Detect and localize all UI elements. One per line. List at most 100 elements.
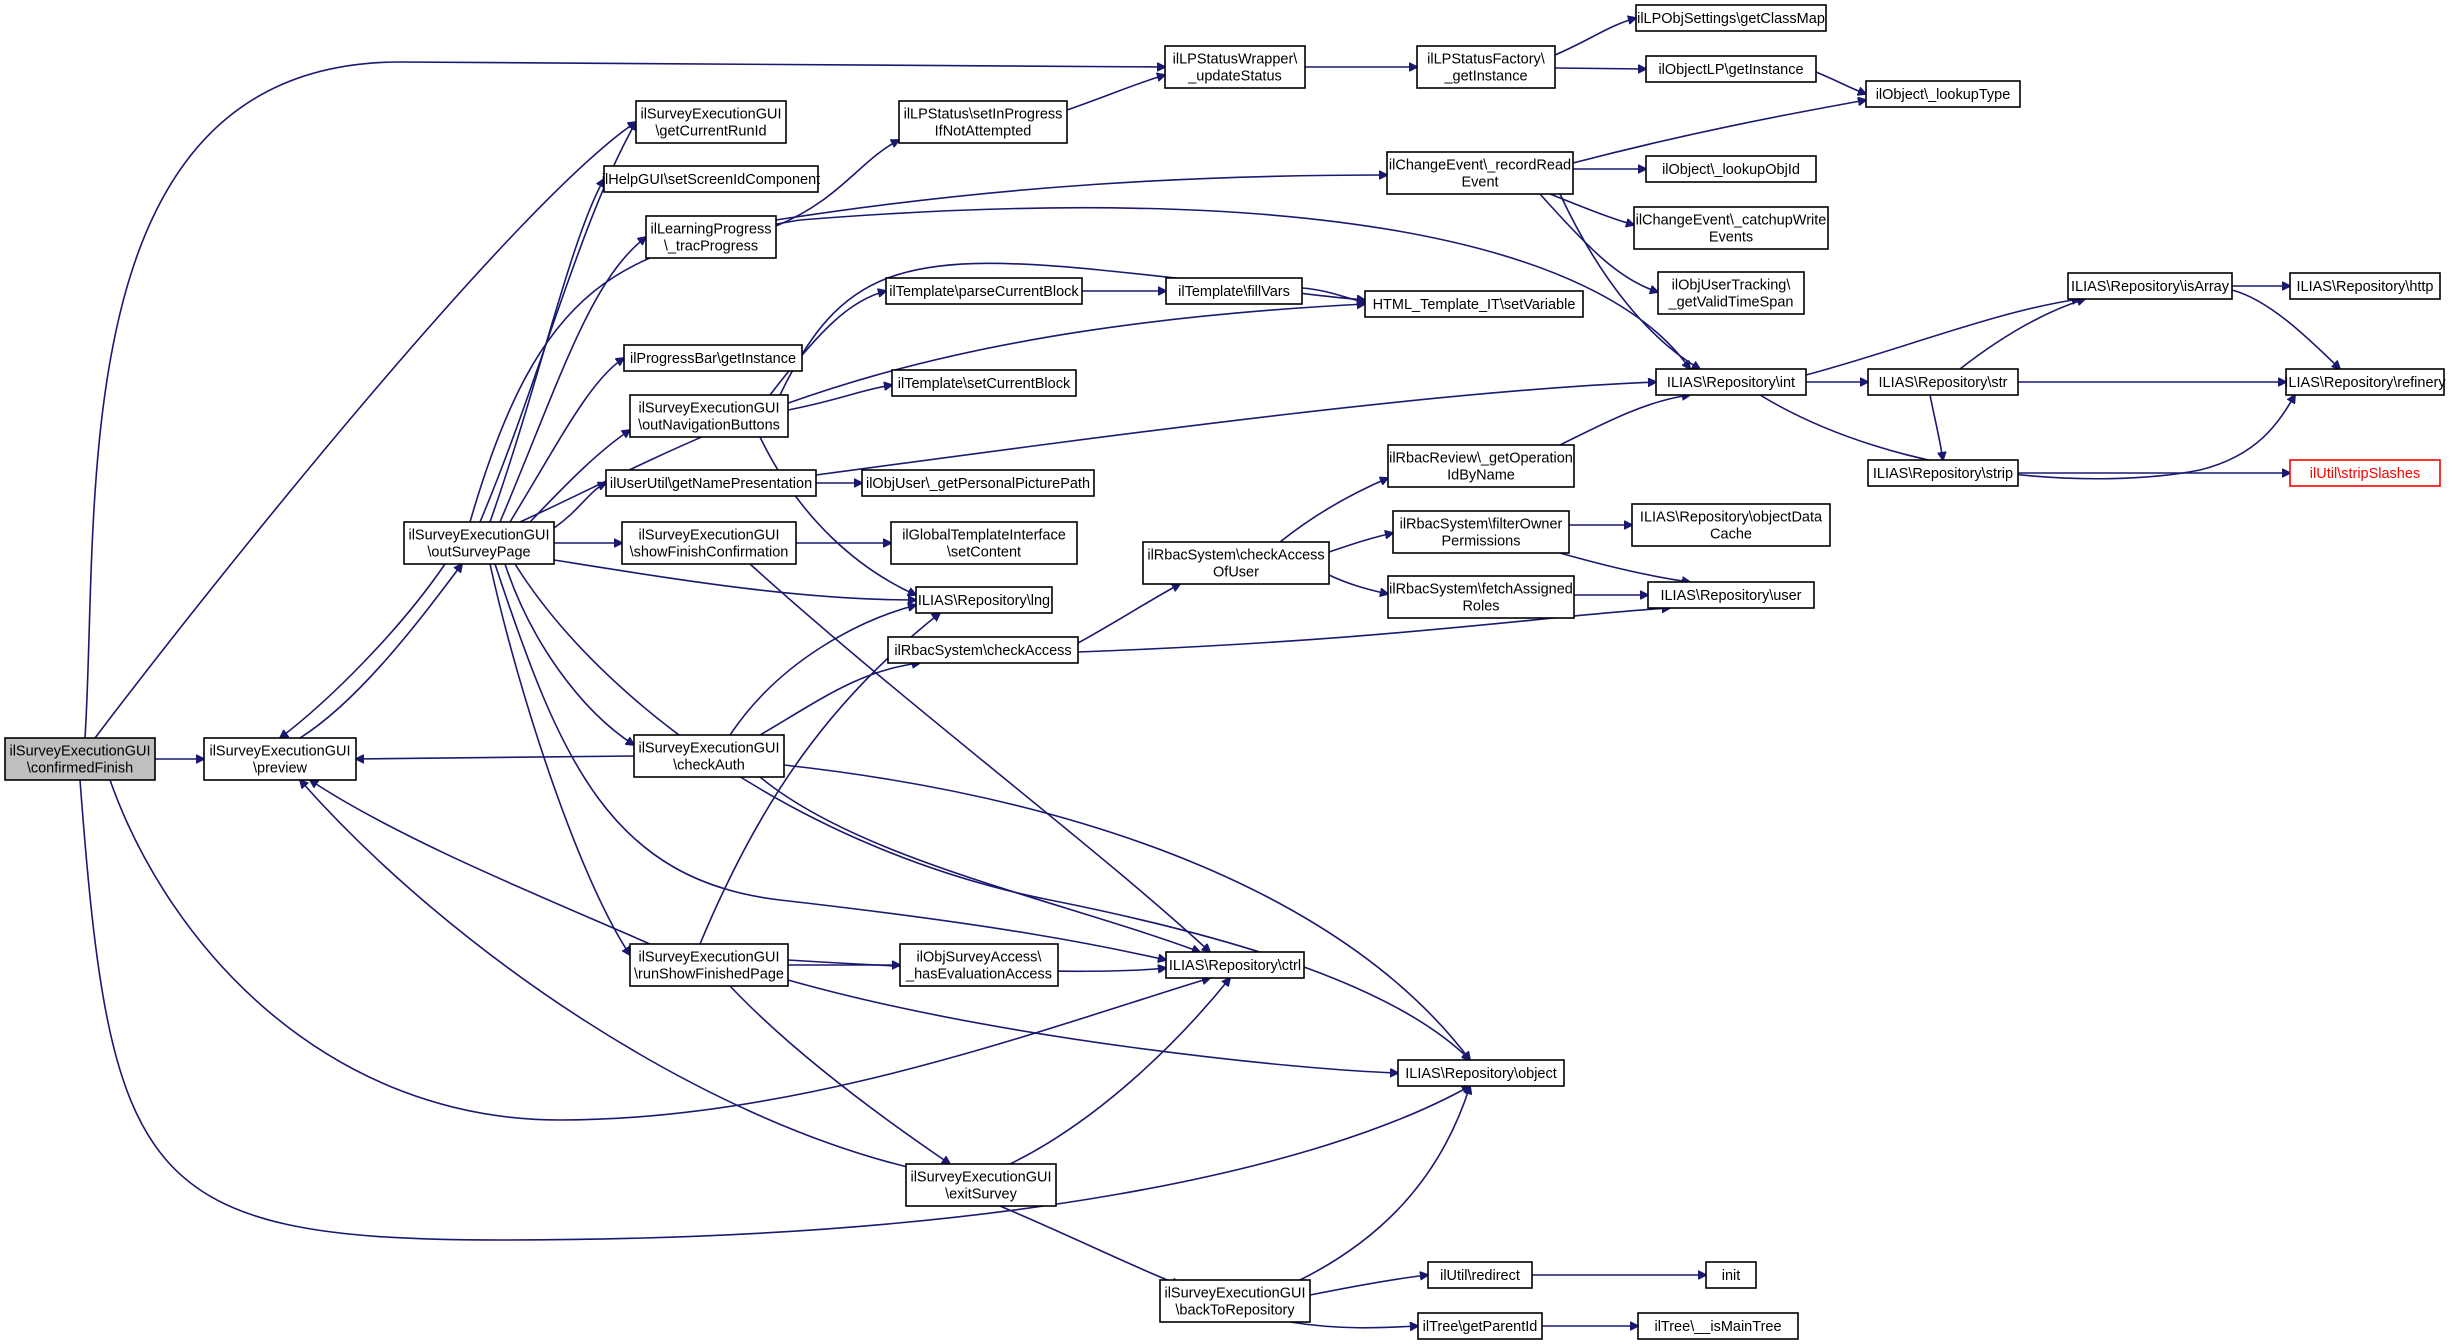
node-box[interactable] [1645, 55, 1817, 83]
node-refinery[interactable]: ILIAS\Repository\refinery [2284, 368, 2446, 396]
node-box[interactable] [1631, 503, 1831, 547]
node-box[interactable] [635, 100, 787, 144]
node-box[interactable] [1164, 45, 1306, 89]
node-init[interactable]: init [1705, 1261, 1757, 1289]
node-str[interactable]: ILIAS\Repository\str [1867, 368, 2019, 396]
node-box[interactable] [887, 636, 1079, 664]
node-lookupObjId[interactable]: ilObject\_lookupObjId [1645, 155, 1817, 183]
node-box[interactable] [1387, 444, 1575, 488]
node-updateStatus[interactable]: ilLPStatusWrapper\_updateStatus [1164, 45, 1306, 89]
node-int[interactable]: ILIAS\Repository\int [1655, 368, 1807, 396]
node-box[interactable] [633, 734, 785, 778]
node-backToRepository[interactable]: ilSurveyExecutionGUI\backToRepository [1159, 1279, 1311, 1323]
node-box[interactable] [1386, 151, 1574, 195]
node-getClassMap[interactable]: ilLPObjSettings\getClassMap [1635, 4, 1827, 32]
node-isMainTree[interactable]: ilTree\__isMainTree [1637, 1312, 1799, 1340]
node-lng[interactable]: ILIAS\Repository\lng [915, 586, 1053, 614]
node-box[interactable] [1633, 206, 1829, 250]
node-box[interactable] [203, 737, 357, 781]
node-ctrl[interactable]: ILIAS\Repository\ctrl [1165, 951, 1305, 979]
node-getNamePresentation[interactable]: ilUserUtil\getNamePresentation [605, 469, 817, 497]
node-box[interactable] [605, 469, 817, 497]
node-box[interactable] [4, 737, 156, 781]
node-box[interactable] [1159, 1279, 1311, 1323]
node-progressBar[interactable]: ilProgressBar\getInstance [623, 344, 803, 372]
node-box[interactable] [1417, 1312, 1543, 1340]
node-user[interactable]: ILIAS\Repository\user [1647, 581, 1815, 609]
node-hasEvaluationAccess[interactable]: ilObjSurveyAccess\_hasEvaluationAccess [899, 943, 1059, 987]
node-parseCurrentBlock[interactable]: ilTemplate\parseCurrentBlock [885, 277, 1083, 305]
node-setCurrentBlock[interactable]: ilTemplate\setCurrentBlock [891, 369, 1077, 397]
node-box[interactable] [1397, 1059, 1565, 1087]
node-preview[interactable]: ilSurveyExecutionGUI\preview [203, 737, 357, 781]
node-stripSlashes[interactable]: ilUtil\stripSlashes [2289, 459, 2441, 487]
node-getCurrentRunId[interactable]: ilSurveyExecutionGUI\getCurrentRunId [635, 100, 787, 144]
node-box[interactable] [1635, 4, 1827, 32]
node-box[interactable] [2289, 272, 2441, 300]
node-box[interactable] [2285, 368, 2445, 396]
node-tracProgress[interactable]: ilLearningProgress\_tracProgress [645, 215, 777, 259]
node-checkAuth[interactable]: ilSurveyExecutionGUI\checkAuth [633, 734, 785, 778]
node-box[interactable] [629, 943, 789, 987]
node-box[interactable] [1392, 510, 1570, 554]
node-box[interactable] [1867, 368, 2019, 396]
node-box[interactable] [885, 277, 1083, 305]
node-box[interactable] [891, 369, 1077, 397]
node-box[interactable] [1165, 951, 1305, 979]
node-box[interactable] [603, 165, 819, 193]
node-outSurveyPage[interactable]: ilSurveyExecutionGUI\outSurveyPage [403, 521, 555, 565]
node-box[interactable] [2067, 272, 2233, 300]
node-box[interactable] [1645, 155, 1817, 183]
node-box[interactable] [645, 215, 777, 259]
node-box[interactable] [898, 100, 1068, 144]
node-checkAccess[interactable]: ilRbacSystem\checkAccess [887, 636, 1079, 664]
node-box[interactable] [1165, 277, 1303, 305]
node-runShowFinishedPage[interactable]: ilSurveyExecutionGUI\runShowFinishedPage [629, 943, 789, 987]
node-exitSurvey[interactable]: ilSurveyExecutionGUI\exitSurvey [905, 1163, 1057, 1207]
node-getPersonalPicturePath[interactable]: ilObjUser\_getPersonalPicturePath [861, 469, 1095, 497]
node-object[interactable]: ILIAS\Repository\object [1397, 1059, 1565, 1087]
node-redirect[interactable]: ilUtil\redirect [1427, 1261, 1533, 1289]
node-box[interactable] [623, 344, 803, 372]
node-showFinishConfirmation[interactable]: ilSurveyExecutionGUI\showFinishConfirmat… [621, 521, 797, 565]
node-confirmedFinish[interactable]: ilSurveyExecutionGUI\confirmedFinish [4, 737, 156, 781]
node-box[interactable] [629, 394, 789, 438]
node-box[interactable] [890, 521, 1078, 565]
node-setScreenIdComponent[interactable]: ilHelpGUI\setScreenIdComponent [602, 165, 820, 193]
node-box[interactable] [2289, 459, 2441, 487]
node-box[interactable] [905, 1163, 1057, 1207]
node-box[interactable] [1647, 581, 1815, 609]
node-box[interactable] [1655, 368, 1807, 396]
node-box[interactable] [621, 521, 797, 565]
node-box[interactable] [915, 586, 1053, 614]
node-box[interactable] [1427, 1261, 1533, 1289]
node-box[interactable] [1865, 80, 2021, 108]
node-box[interactable] [1705, 1261, 1757, 1289]
node-fillVars[interactable]: ilTemplate\fillVars [1165, 277, 1303, 305]
node-lookupType[interactable]: ilObject\_lookupType [1865, 80, 2021, 108]
node-box[interactable] [1637, 1312, 1799, 1340]
node-http[interactable]: ILIAS\Repository\http [2289, 272, 2441, 300]
node-box[interactable] [899, 943, 1059, 987]
node-getValidTimeSpan[interactable]: ilObjUserTracking\_getValidTimeSpan [1657, 271, 1805, 315]
node-objectLP[interactable]: ilObjectLP\getInstance [1645, 55, 1817, 83]
node-box[interactable] [1867, 459, 2019, 487]
node-box[interactable] [1387, 575, 1575, 619]
node-box[interactable] [1142, 541, 1330, 585]
node-strip[interactable]: ILIAS\Repository\strip [1867, 459, 2019, 487]
node-box[interactable] [1657, 271, 1805, 315]
node-setContent[interactable]: ilGlobalTemplateInterface\setContent [890, 521, 1078, 565]
node-getParentId[interactable]: ilTree\getParentId [1417, 1312, 1543, 1340]
node-isArray[interactable]: ILIAS\Repository\isArray [2067, 272, 2233, 300]
node-box[interactable] [861, 469, 1095, 497]
node-box[interactable] [1364, 290, 1584, 318]
node-box[interactable] [1416, 45, 1556, 89]
